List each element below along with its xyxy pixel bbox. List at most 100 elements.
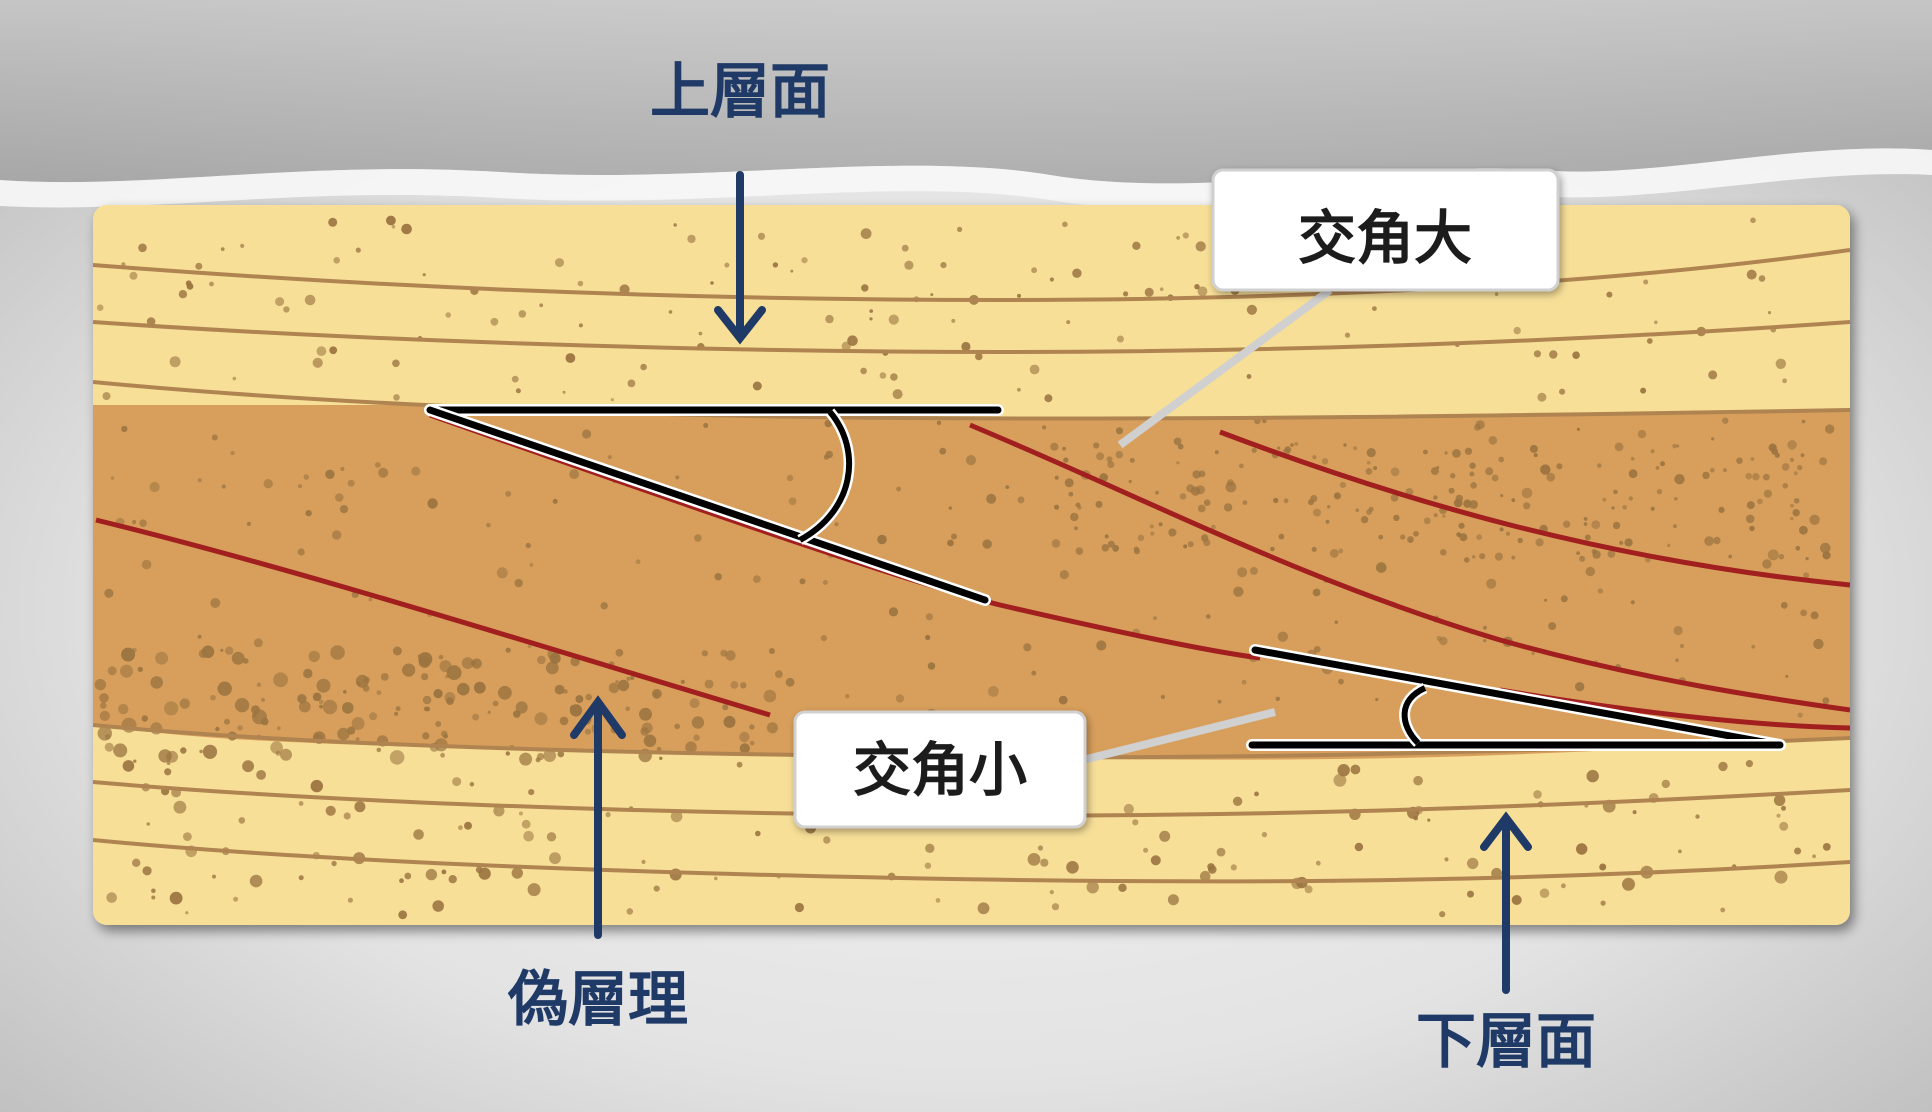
sand-grain [1643, 279, 1649, 285]
sand-grain [470, 660, 476, 666]
sand-grain [1822, 551, 1831, 560]
sand-grain [252, 713, 257, 718]
sand-grain [1075, 502, 1081, 508]
sand-grain [1197, 504, 1206, 513]
sand-grain [1368, 506, 1374, 512]
sand-grain [1066, 320, 1071, 325]
sand-grain [110, 476, 115, 480]
sand-grain [766, 722, 779, 734]
sand-grain [982, 539, 992, 549]
sand-grain [1365, 468, 1373, 475]
sand-grain [380, 673, 389, 681]
sand-grain [1176, 236, 1180, 240]
sand-grain [652, 688, 662, 699]
sand-grain [1485, 467, 1494, 476]
sand-grain [1216, 847, 1226, 857]
sand-grain [1486, 578, 1497, 589]
sand-grain [1325, 519, 1330, 524]
sand-grain [347, 479, 355, 487]
sand-grain [925, 613, 934, 621]
sand-grain [1116, 335, 1124, 343]
sand-grain [1168, 528, 1177, 537]
sand-grain [1207, 863, 1215, 871]
sand-grain [1246, 374, 1252, 379]
sand-grain [529, 563, 534, 567]
sand-grain [546, 832, 557, 842]
sand-grain [195, 262, 203, 270]
sand-grain [304, 294, 316, 306]
sand-grain [1197, 286, 1208, 297]
sand-grain [1123, 803, 1134, 815]
sand-grain [1797, 464, 1803, 471]
sand-grain [1559, 388, 1566, 395]
sand-grain [1254, 791, 1259, 797]
sand-grain [1203, 499, 1211, 507]
sand-grain [1373, 466, 1378, 471]
sand-grain [1017, 387, 1021, 392]
sand-grain [1275, 696, 1281, 701]
sand-grain [739, 731, 750, 743]
sand-grain [1476, 534, 1482, 540]
sand-grain [1393, 514, 1400, 522]
sand-grain [1544, 598, 1548, 602]
sand-grain [413, 829, 424, 840]
sand-grain [1600, 900, 1606, 906]
sand-grain [1654, 320, 1658, 325]
sand-grain [355, 247, 361, 253]
arrow-top-surface [714, 171, 766, 345]
sand-grain [253, 638, 263, 648]
sand-grain [1718, 761, 1728, 772]
sand-grain [577, 280, 584, 287]
sand-grain [1774, 452, 1780, 458]
sand-grain [139, 519, 147, 527]
sand-grain [498, 685, 512, 700]
sand-grain [1750, 457, 1755, 461]
sand-grain [185, 280, 192, 287]
sand-grain [841, 341, 851, 351]
sand-grain [319, 704, 323, 709]
sand-grain [1494, 292, 1499, 297]
sand-grain [1575, 682, 1585, 692]
sand-grain [1628, 469, 1638, 479]
sand-grain [100, 702, 107, 709]
sand-grain [142, 866, 152, 876]
sand-grain [518, 811, 523, 816]
sand-grain [169, 356, 181, 368]
sand-grain [755, 830, 761, 837]
sand-grain [1751, 644, 1756, 649]
sand-grain [411, 466, 421, 476]
sand-grain [1153, 616, 1157, 620]
sand-grain [1283, 498, 1289, 504]
sand-grain [120, 664, 133, 678]
sand-grain [1467, 890, 1474, 898]
sand-grain [343, 812, 351, 820]
sand-grain [559, 716, 569, 726]
sand-grain [528, 789, 535, 796]
sand-grain [1556, 463, 1563, 470]
sand-grain [1150, 531, 1155, 536]
sand-grain [1214, 450, 1219, 455]
sand-grain [1511, 555, 1516, 560]
sand-grain [701, 650, 708, 657]
sand-grain [1049, 277, 1054, 282]
sand-grain [438, 654, 444, 660]
sand-grain [1787, 440, 1797, 450]
sand-grain [1430, 467, 1439, 476]
sand-grain [1488, 436, 1498, 445]
sand-grain [270, 741, 283, 754]
sand-grain [1475, 420, 1485, 430]
sand-grain [401, 223, 412, 235]
sand-grain [164, 768, 172, 776]
sand-grain [1353, 446, 1357, 451]
sand-grain [1763, 489, 1772, 498]
sand-grain [947, 539, 954, 547]
sand-grain [221, 484, 226, 489]
sand-grain [861, 284, 869, 292]
sand-grain [879, 372, 887, 379]
sand-grain [1533, 350, 1541, 358]
sand-grain [339, 505, 349, 514]
sand-grain [1799, 525, 1808, 535]
sand-grain [1118, 883, 1127, 892]
sand-grain [1511, 895, 1522, 905]
sand-grain [164, 701, 179, 716]
